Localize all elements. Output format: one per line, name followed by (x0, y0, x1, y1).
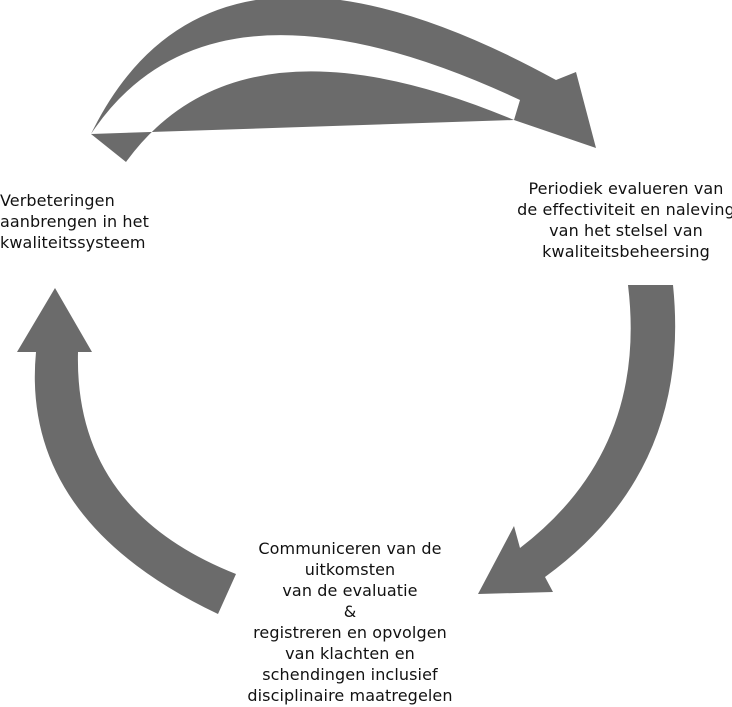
step-label-line: disciplinaire maatregelen (247, 686, 453, 705)
step-evaluate: Periodiek evalueren van de effectiviteit … (506, 178, 732, 262)
step-label-line: Verbeteringen (0, 191, 115, 210)
step-improve: Verbeteringen aanbrengen in het kwaliteits… (0, 190, 170, 253)
step-label-line: kwaliteitsbeheersing (542, 242, 710, 261)
step-label-line: registreren en opvolgen (253, 623, 447, 642)
arrow-right (478, 285, 676, 594)
step-label-line: kwaliteitssysteem (0, 233, 146, 252)
step-label-line: van de evaluatie (282, 581, 418, 600)
step-label-line: uitkomsten (304, 560, 396, 579)
step-label-line: de effectiviteit en naleving (517, 200, 732, 219)
step-label-line: aanbrengen in het (0, 212, 149, 231)
step-communicate: Communiceren van de uitkomsten van de eval… (230, 538, 470, 706)
step-label-line: & (343, 602, 357, 621)
step-label-line: schendingen inclusief (262, 665, 438, 684)
arrow-top (91, 0, 596, 162)
step-label-line: van het stelsel van (549, 221, 703, 240)
step-label-line: van klachten en (285, 644, 415, 663)
step-label-line: Periodiek evalueren van (528, 179, 724, 198)
step-label-line: Communiceren van de (258, 539, 442, 558)
arrow-left (17, 288, 236, 614)
